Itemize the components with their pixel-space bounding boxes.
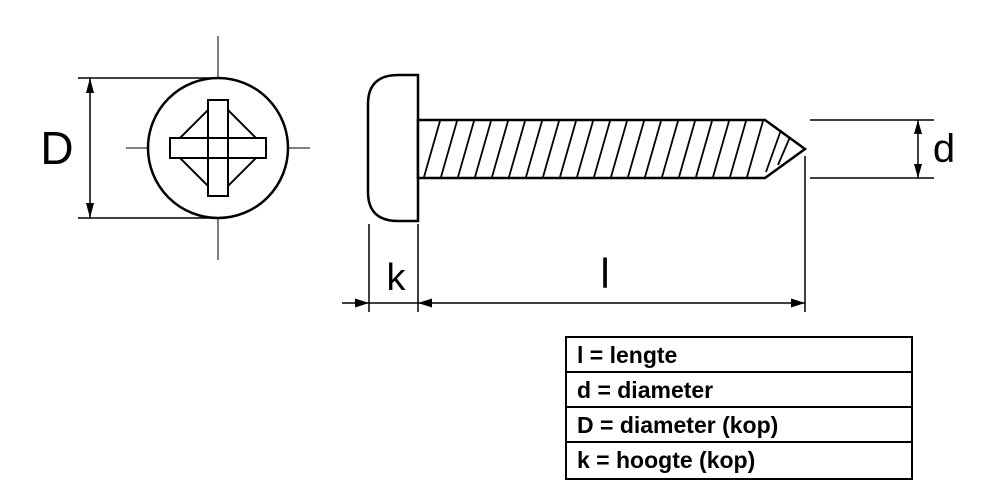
head-side-profile [366,73,420,223]
phillips-slot-horizontal-fill [170,138,266,158]
screw-side-view [366,73,808,223]
legend-row-diameter: d = diameter [567,373,911,408]
label-shank-diameter: d [933,127,955,171]
arrow-down-icon [914,164,922,178]
legend-table: l = lengte d = diameter D = diameter (ko… [565,336,913,480]
dimension-d: d [810,119,955,179]
legend-row-length: l = lengte [567,338,911,373]
dimension-k-l: k l [342,156,806,312]
arrow-right-icon [355,298,369,308]
thread-lines [423,120,791,178]
arrow-left-icon [418,298,432,308]
phillips-recess [168,98,268,198]
dimension-D: D [40,77,224,219]
label-head-height: k [387,257,407,299]
arrow-down-icon [86,203,94,218]
arrow-right-icon [791,298,805,308]
legend-row-head-height: k = hoogte (kop) [577,447,756,473]
screw-front-view [126,36,310,260]
legend-row-head-diameter: D = diameter (kop) [567,408,911,443]
label-length: l [600,250,609,297]
arrow-up-icon [86,78,94,93]
phillips-slot-horizontal [169,137,267,159]
label-head-diameter: D [40,122,73,174]
shank-outline [416,118,808,180]
phillips-slot-vertical [207,99,229,197]
arrow-up-icon [914,120,922,134]
